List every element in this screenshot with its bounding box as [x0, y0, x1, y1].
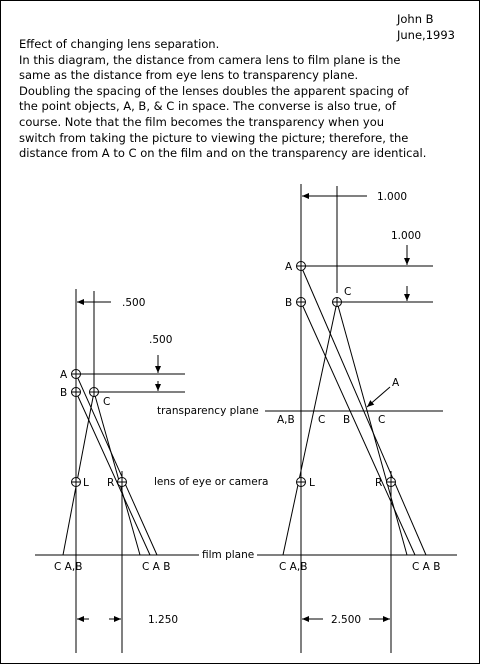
right-ray: [336, 301, 408, 556]
left-ray: [75, 373, 158, 556]
right-point-c-label: C: [344, 286, 351, 298]
left-lens-l-label: L: [83, 477, 89, 489]
right-point-a-label: A: [285, 261, 293, 273]
right-lens-r-label: R: [375, 477, 382, 489]
right-dim-base: 2.500: [331, 614, 361, 626]
left-lens-r-label: R: [107, 477, 114, 489]
left-ray: [62, 391, 95, 556]
lens-plane-label: lens of eye or camera: [154, 476, 269, 488]
right-diagram: [282, 184, 433, 653]
author-name: John B: [397, 12, 434, 26]
left-dim-base: 1.250: [148, 614, 178, 626]
left-film-left-label: C A,B: [54, 561, 82, 573]
left-point-b-label: B: [60, 387, 67, 399]
right-film-right-label: C A B: [412, 561, 440, 573]
right-ray: [282, 301, 338, 556]
intro-line: same as the distance from eye lens to tr…: [19, 68, 359, 83]
right-point-b-label: B: [285, 297, 292, 309]
left-point-c-label: C: [103, 396, 110, 408]
right-film-left-label: C A,B: [279, 561, 307, 573]
author-date: June,1993: [397, 28, 455, 42]
author-block: John B June,1993: [397, 11, 455, 43]
intro-title: Effect of changing lens separation.: [19, 37, 220, 51]
left-diagram: [62, 289, 185, 653]
intro-line: course. Note that the film becomes the t…: [19, 114, 385, 129]
intro-text: Effect of changing lens separation. In t…: [19, 37, 471, 162]
right-trans-ab-label: A,B: [277, 414, 295, 426]
right-trans-b-label: B: [343, 414, 350, 426]
right-ray: [300, 301, 416, 556]
right-trans-c1-label: C: [318, 414, 325, 426]
intro-line: switch from taking the picture to viewin…: [19, 130, 409, 145]
intro-line: Doubling the spacing of the lenses doubl…: [19, 83, 409, 98]
right-dim-vertical: 1.000: [391, 230, 421, 242]
right-ray: [300, 265, 427, 556]
left-ray: [93, 391, 141, 556]
intro-line: In this diagram, the distance from camer…: [19, 52, 401, 67]
right-dim-horizontal: 1.000: [377, 191, 407, 203]
left-dim-horizontal: .500: [122, 297, 145, 309]
left-ray: [75, 391, 151, 556]
left-dim-vertical: .500: [149, 334, 172, 346]
film-plane-label: film plane: [202, 549, 254, 561]
right-trans-a-callout: A: [392, 377, 400, 389]
left-point-a-label: A: [60, 369, 68, 381]
intro-line: distance from A to C on the film and on …: [19, 146, 427, 161]
right-lens-l-label: L: [309, 477, 315, 489]
intro-line: the point objects, A, B, & C in space. T…: [19, 99, 396, 114]
right-callout-arrow: [366, 386, 391, 408]
left-film-right-label: C A B: [142, 561, 170, 573]
right-trans-c2-label: C: [378, 414, 385, 426]
transparency-plane-label: transparency plane: [157, 405, 259, 417]
